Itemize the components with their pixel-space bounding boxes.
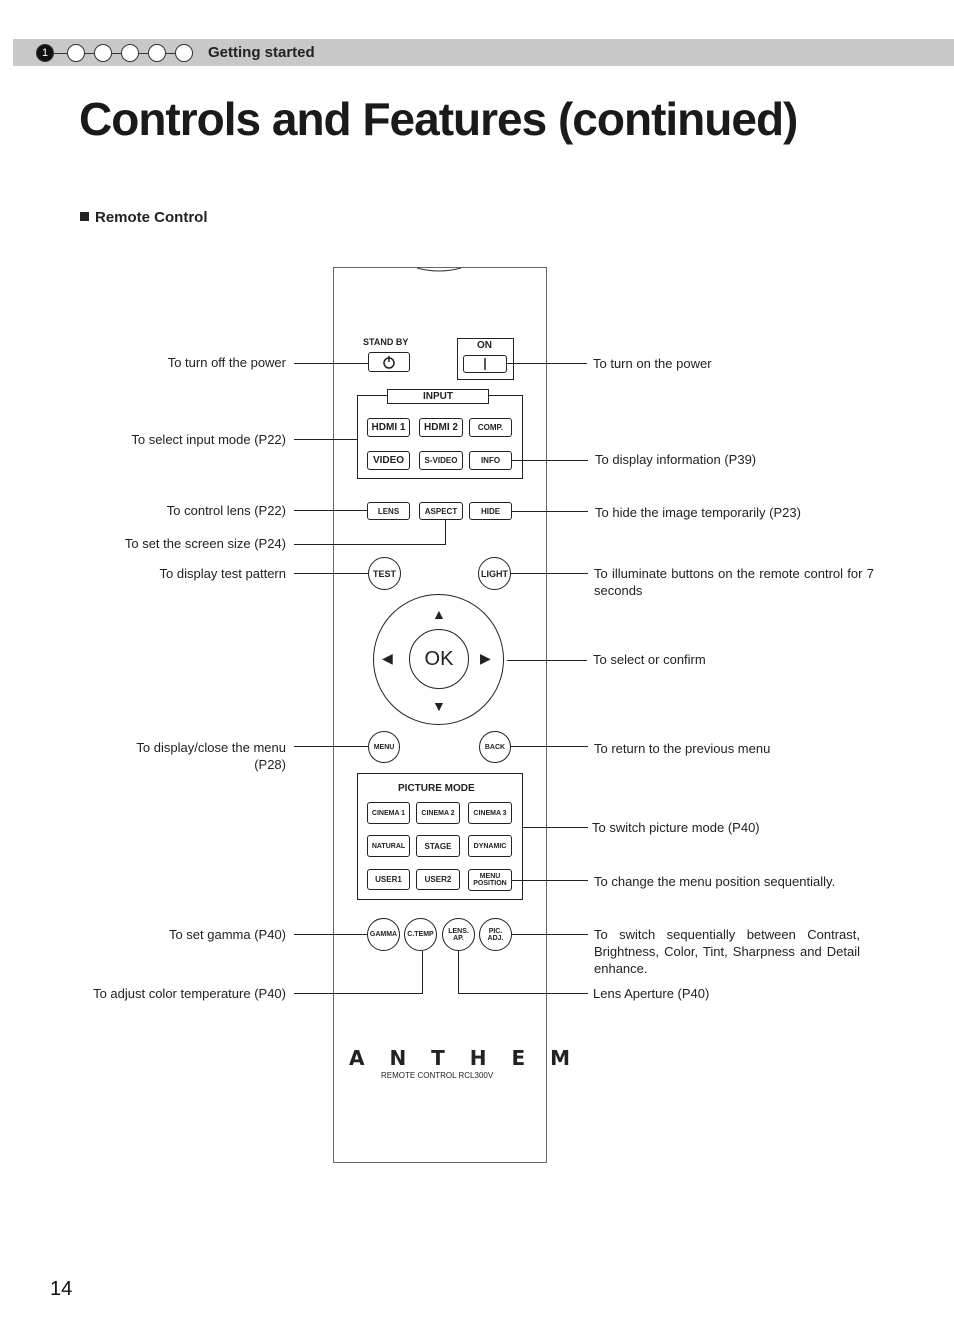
- hdmi2-button[interactable]: HDMI 2: [419, 418, 463, 437]
- label-menu-line2: (P28): [254, 757, 286, 772]
- ok-button[interactable]: OK: [409, 629, 469, 689]
- label-input-mode: To select input mode (P22): [131, 432, 286, 447]
- video-button[interactable]: VIDEO: [367, 451, 410, 470]
- lens-button[interactable]: LENS: [367, 502, 410, 520]
- label-color-temp: To adjust color temperature (P40): [93, 986, 286, 1001]
- info-button[interactable]: INFO: [469, 451, 512, 470]
- menu-position-button[interactable]: MENU POSITION: [468, 869, 512, 891]
- label-hide: To hide the image temporarily (P23): [595, 505, 801, 520]
- natural-button[interactable]: NATURAL: [367, 835, 410, 857]
- label-menu-line1: To display/close the menu: [136, 740, 286, 755]
- page-number: 14: [50, 1278, 73, 1300]
- stage-button[interactable]: STAGE: [416, 835, 460, 857]
- dynamic-button[interactable]: DYNAMIC: [468, 835, 512, 857]
- lens-ap-button[interactable]: LENS. AP.: [442, 918, 475, 951]
- ir-window-icon: [416, 267, 462, 272]
- arrow-down-icon[interactable]: ▼: [432, 698, 446, 714]
- hdmi1-button[interactable]: HDMI 1: [367, 418, 410, 437]
- label-select-confirm: To select or confirm: [593, 652, 706, 667]
- page-title: Controls and Features (continued): [79, 93, 798, 145]
- label-illuminate: To illuminate buttons on the remote cont…: [594, 566, 874, 598]
- aspect-button[interactable]: ASPECT: [419, 502, 463, 520]
- step-dot: [175, 44, 193, 62]
- label-test-pattern: To display test pattern: [159, 566, 286, 581]
- label-gamma: To set gamma (P40): [168, 927, 286, 942]
- svideo-button[interactable]: S-VIDEO: [419, 451, 463, 470]
- brand-logo: A N T H E M: [349, 1046, 579, 1070]
- label-power-on: To turn on the power: [593, 356, 712, 371]
- on-group: [457, 338, 514, 380]
- bullet-square-icon: [80, 212, 89, 221]
- header-section: Getting started: [208, 44, 315, 61]
- input-group-label: INPUT: [387, 389, 489, 404]
- model-label: REMOTE CONTROL RCL300V: [381, 1071, 494, 1080]
- cinema3-button[interactable]: CINEMA 3: [468, 802, 512, 824]
- light-button[interactable]: LIGHT: [478, 557, 511, 590]
- arrow-right-icon[interactable]: ▶: [480, 650, 491, 666]
- header-bar: [13, 39, 954, 66]
- step-dot-current: 1: [36, 44, 54, 62]
- arrow-up-icon[interactable]: ▲: [432, 606, 446, 622]
- on-bar-icon: [484, 358, 486, 370]
- label-picture-mode: To switch picture mode (P40): [592, 820, 760, 835]
- ctemp-button[interactable]: C.TEMP: [404, 918, 437, 951]
- pic-adj-button[interactable]: PIC. ADJ.: [479, 918, 512, 951]
- step-dot: [67, 44, 85, 62]
- label-screen-size: To set the screen size (P24): [124, 536, 286, 551]
- test-button[interactable]: TEST: [368, 557, 401, 590]
- arrow-left-icon[interactable]: ◀: [382, 650, 393, 666]
- user2-button[interactable]: USER2: [416, 869, 460, 890]
- standby-label: STAND BY: [363, 337, 409, 347]
- comp-button[interactable]: COMP.: [469, 418, 512, 437]
- dpad-ring: [373, 594, 504, 725]
- user1-button[interactable]: USER1: [367, 869, 410, 890]
- on-button[interactable]: [463, 355, 507, 373]
- step-dot: [94, 44, 112, 62]
- picture-mode-group: [357, 773, 523, 900]
- back-button[interactable]: BACK: [479, 731, 511, 763]
- cinema2-button[interactable]: CINEMA 2: [416, 802, 460, 824]
- label-lens-aperture: Lens Aperture (P40): [593, 986, 710, 1001]
- step-dot: [121, 44, 139, 62]
- hide-button[interactable]: HIDE: [469, 502, 512, 520]
- gamma-button[interactable]: GAMMA: [367, 918, 400, 951]
- on-label: ON: [477, 340, 492, 351]
- subsection-title: Remote Control: [80, 209, 208, 226]
- standby-button[interactable]: [368, 352, 410, 372]
- label-power-off: To turn off the power: [167, 355, 286, 370]
- label-control-lens: To control lens (P22): [166, 503, 286, 518]
- power-icon: [383, 356, 395, 369]
- label-menu-position: To change the menu position sequentially…: [594, 874, 836, 889]
- cinema1-button[interactable]: CINEMA 1: [367, 802, 410, 824]
- label-info: To display information (P39): [595, 452, 757, 467]
- label-back: To return to the previous menu: [594, 741, 771, 756]
- step-dot: [148, 44, 166, 62]
- menu-button[interactable]: MENU: [368, 731, 400, 763]
- picture-mode-label: PICTURE MODE: [398, 783, 475, 794]
- label-pic-adj: To switch sequentially between Contrast,…: [594, 927, 860, 976]
